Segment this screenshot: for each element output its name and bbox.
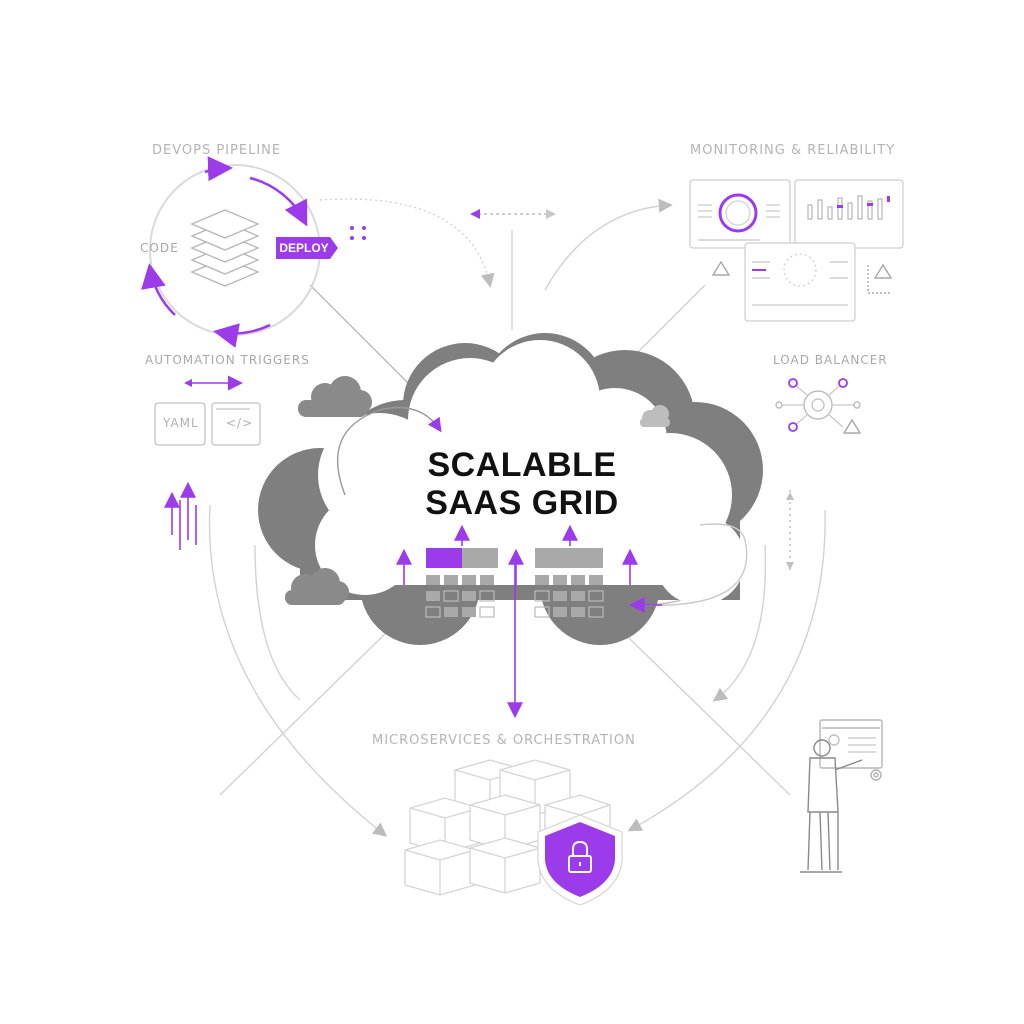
monitoring-reliability-label: MONITORING & RELIABILITY: [690, 143, 896, 158]
small-cloud-left: [298, 376, 372, 417]
monitoring-dashboards: [689, 179, 904, 322]
grid-cells: [426, 575, 603, 617]
deploy-label: DEPLOY: [279, 241, 329, 255]
warning-icon: [842, 418, 862, 434]
grid-bar-accent: [426, 548, 462, 568]
microservices-orchestration-label: MICROSERVICES & ORCHESTRATION: [372, 733, 636, 748]
devops-pipeline-label: DEVOPS PIPELINE: [152, 143, 282, 158]
shield-icon: [537, 814, 623, 906]
automation-triggers: [154, 375, 261, 550]
grid-bar: [462, 548, 498, 568]
code-file-icon: [211, 402, 261, 446]
layers-icon: [190, 209, 260, 287]
dashboard-icon: [689, 179, 791, 249]
microservices-containers: [404, 759, 611, 896]
grid-bar: [535, 548, 603, 568]
yaml-label: YAML: [163, 416, 199, 430]
small-cloud-right: [640, 405, 670, 427]
service-grid: [396, 524, 662, 719]
devops-pipeline: [141, 156, 366, 348]
title-line-1: SCALABLE: [427, 446, 617, 484]
load-balancer-label: LOAD BALANCER: [773, 353, 888, 367]
deploy-tag-shape: [276, 237, 338, 259]
lock-icon: [568, 840, 592, 873]
code-tag-label: </>: [226, 416, 254, 430]
container-icon: [469, 837, 541, 894]
container-icon: [469, 794, 541, 851]
container-icon: [404, 839, 476, 896]
title-line-2: SAAS GRID: [425, 484, 619, 522]
load-balancer: [775, 378, 862, 570]
person-icon: [800, 719, 883, 873]
yaml-file-icon: [154, 402, 206, 446]
top-sync-arrow: [470, 209, 556, 219]
code-label: CODE: [140, 241, 179, 255]
small-cloud-bottom: [285, 568, 349, 605]
automation-triggers-label: AUTOMATION TRIGGERS: [145, 353, 310, 367]
gear-icon: [870, 769, 882, 781]
page-title: SCALABLE SAAS GRID: [412, 446, 632, 522]
warning-icon: [711, 260, 893, 279]
